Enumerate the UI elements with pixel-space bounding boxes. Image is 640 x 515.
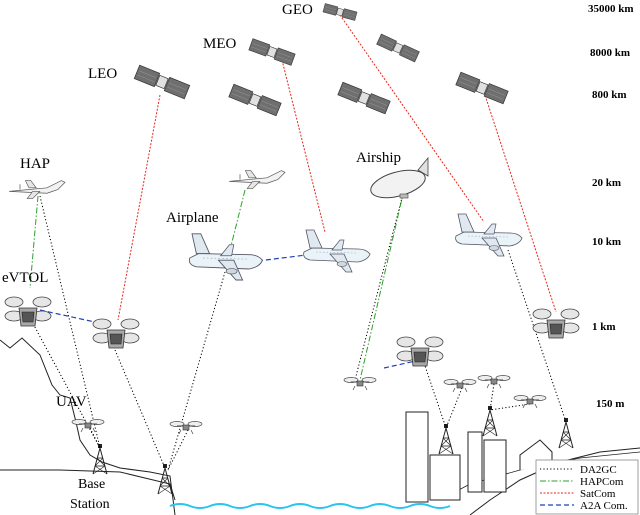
label-meo: MEO: [203, 36, 237, 52]
hap-middle: [229, 171, 285, 189]
label-evtol: eVTOL: [2, 270, 48, 286]
tower-left: [93, 444, 107, 474]
city-buildings: [406, 412, 552, 502]
altitude-10km: 10 km: [592, 236, 621, 248]
altitude-1km: 1 km: [592, 321, 616, 333]
label-airplane: Airplane: [166, 210, 219, 226]
legend-label-a2a: A2A Com.: [580, 500, 628, 512]
altitude-150m: 150 m: [596, 398, 624, 410]
satellite-5: [456, 72, 508, 104]
satellite-4: [338, 82, 390, 114]
evtol-city: [397, 337, 443, 366]
uav-3: [478, 376, 510, 389]
satellite-meo: [249, 39, 295, 66]
altitude-8000km: 8000 km: [590, 47, 630, 59]
airplane-left: [189, 234, 262, 280]
evtol-left: [5, 297, 51, 326]
legend-label-da2gc: DA2GC: [580, 464, 617, 476]
airplane-right: [456, 214, 522, 256]
evtol-right: [533, 309, 579, 338]
uav-1: [344, 378, 376, 391]
evtol-middle: [93, 319, 139, 348]
airplane-middle: [304, 230, 370, 272]
label-hap: HAP: [20, 156, 50, 172]
tower-city-2: [483, 406, 497, 436]
legend-label-hapcom: HAPCom: [580, 476, 624, 488]
label-leo: LEO: [88, 66, 117, 82]
label-geo: GEO: [282, 2, 313, 18]
tower-city-3: [559, 418, 573, 448]
label-station: Station: [70, 497, 110, 512]
uav-base: [170, 422, 202, 435]
satellite-leo: [134, 65, 189, 99]
label-uav: UAV: [56, 394, 87, 410]
legend-label-satcom: SatCom: [580, 488, 616, 500]
label-base: Base: [78, 477, 105, 492]
satellite-3: [229, 84, 281, 116]
tower-city-1: [439, 424, 453, 454]
legend: DA2GC HAPCom SatCom A2A Com.: [536, 460, 638, 514]
altitude-20km: 20 km: [592, 177, 621, 189]
links-satcom: [118, 15, 556, 320]
label-airship: Airship: [356, 150, 401, 166]
altitude-800km: 800 km: [592, 89, 627, 101]
water: [170, 504, 450, 508]
satellite-2: [377, 34, 420, 62]
satellite-geo: [323, 3, 357, 20]
altitude-35000km: 35000 km: [588, 3, 634, 15]
uav-2: [444, 380, 476, 393]
hap-left: [9, 181, 65, 199]
